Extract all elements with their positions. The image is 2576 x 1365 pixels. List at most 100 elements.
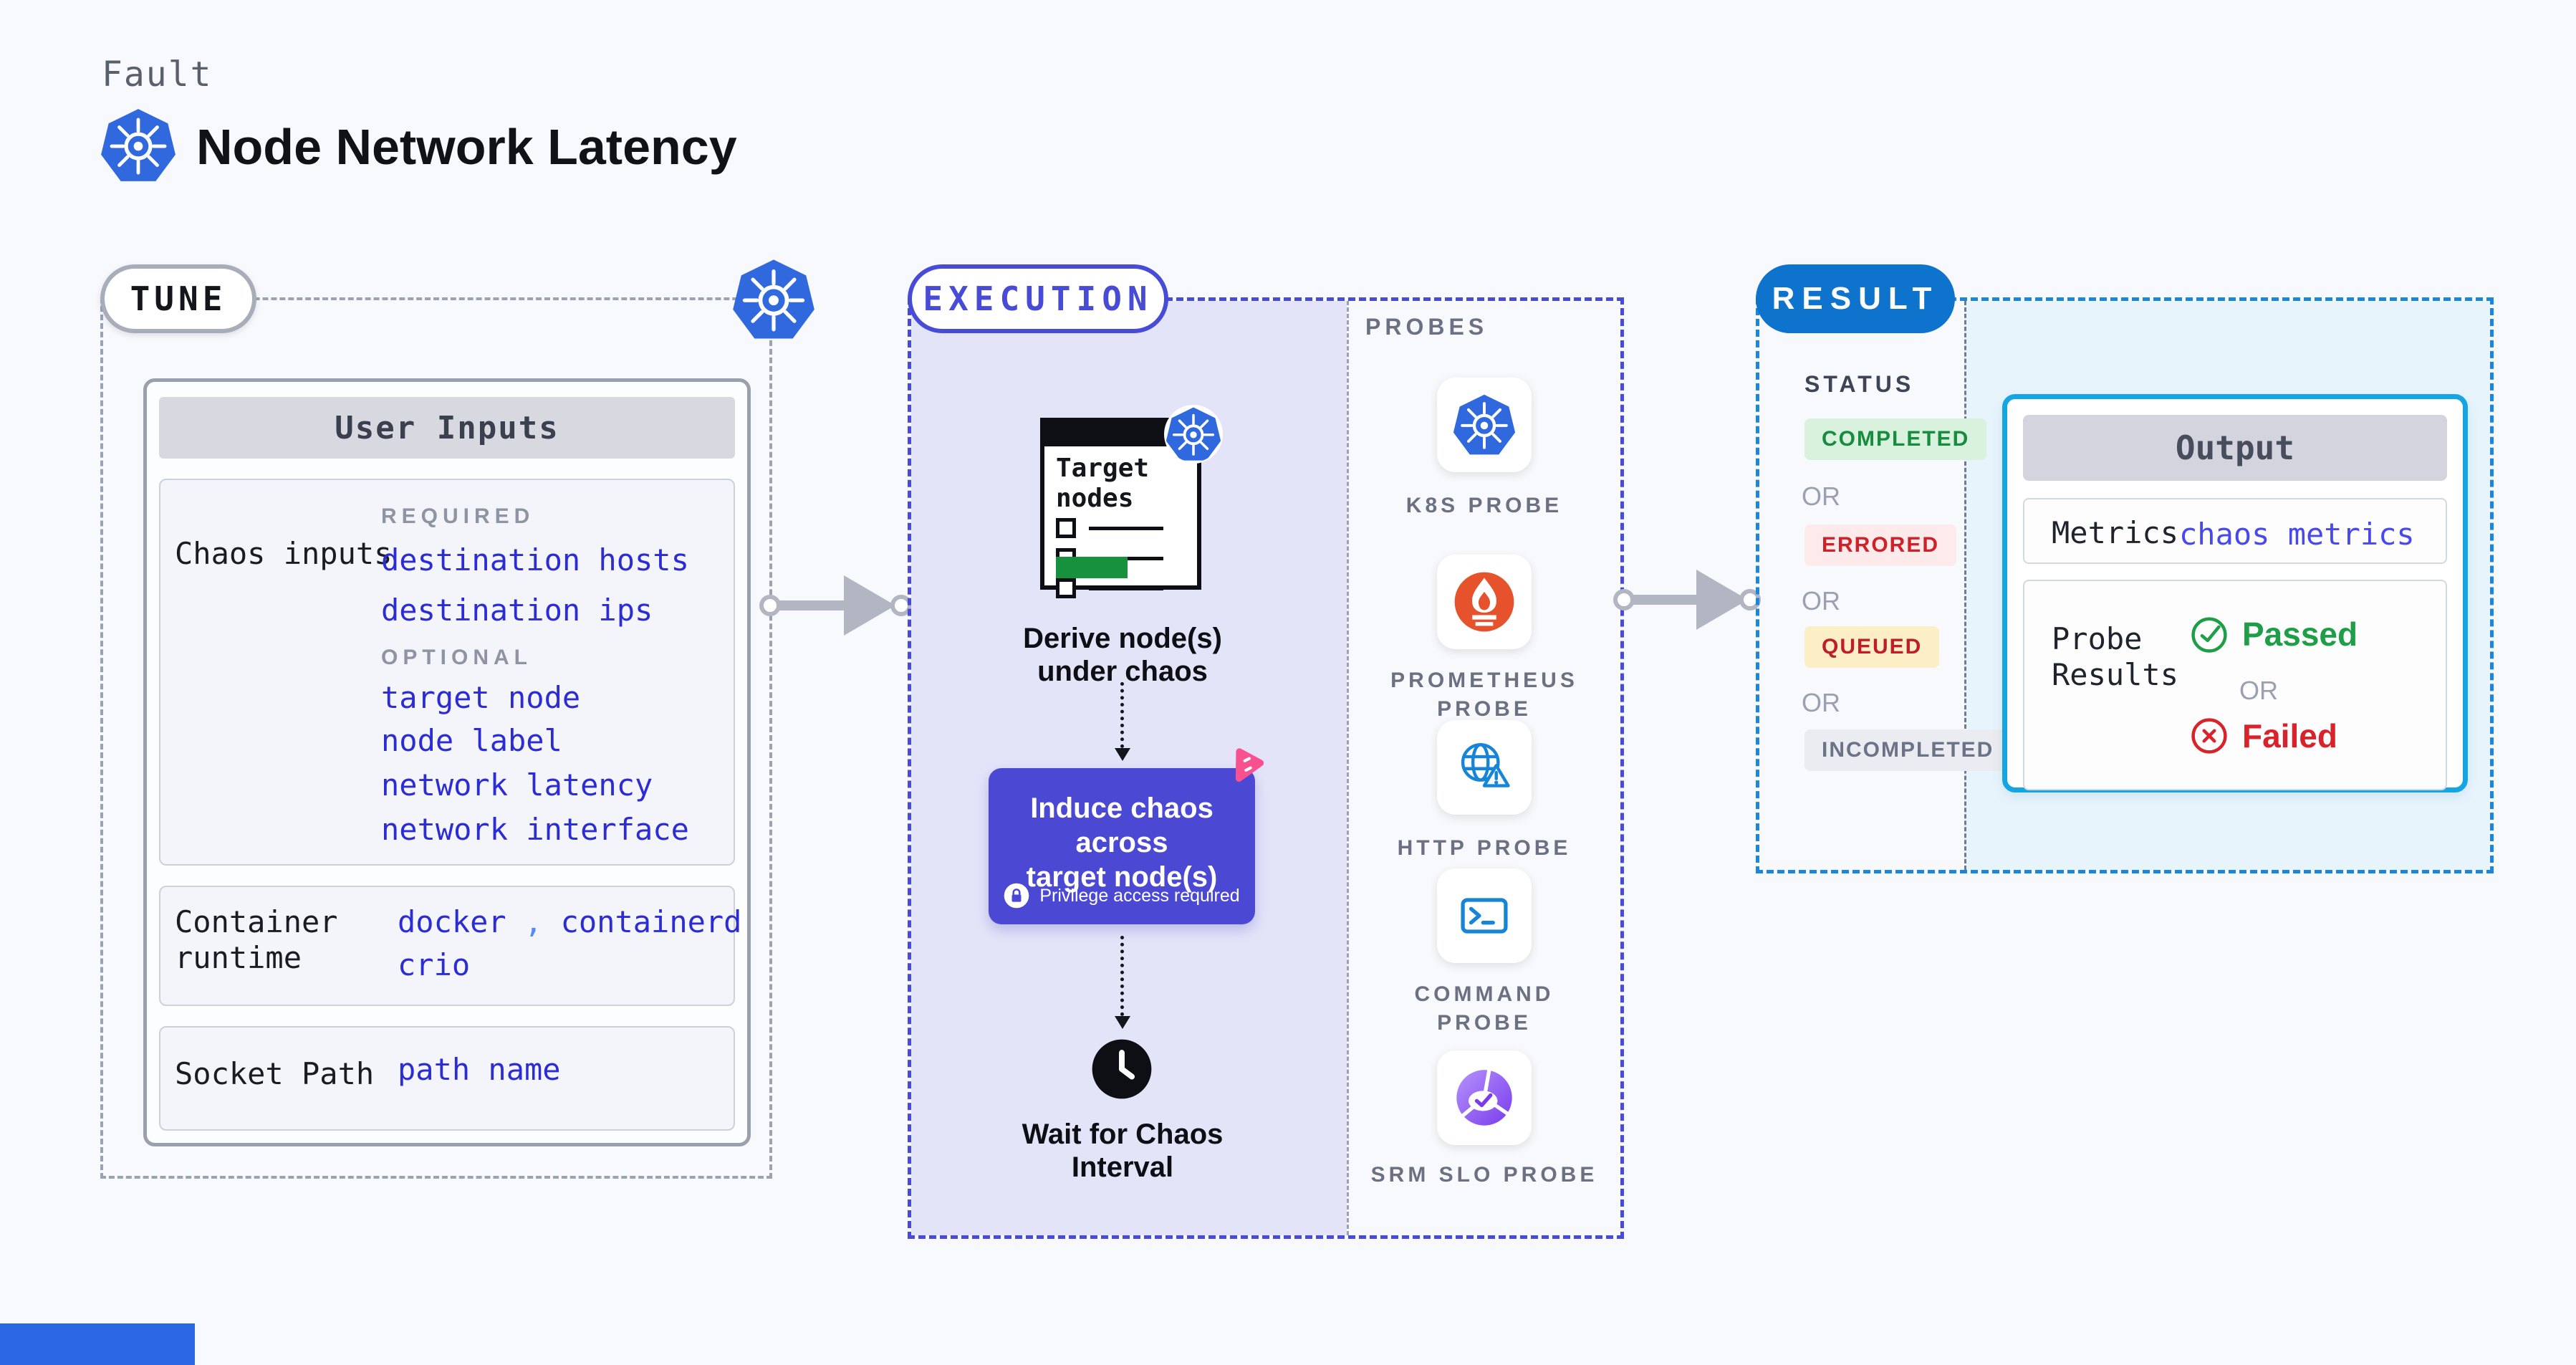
or-label: OR [1802, 688, 1840, 717]
target-nodes-title-line1: Target [1056, 454, 1150, 483]
probe-results-label-line1: Probe [2052, 621, 2143, 656]
connector-line [1632, 595, 1701, 605]
bottom-left-accent-bar [0, 1323, 195, 1365]
terminal-icon [1453, 884, 1516, 947]
probes-label: PROBES [1365, 314, 1489, 340]
derive-caption-line2: under chaos [1037, 656, 1208, 687]
induce-chaos-box: Induce chaos across target node(s) Privi… [989, 768, 1255, 924]
runtime-comma: , [524, 904, 543, 939]
metrics-label: Metrics [2052, 515, 2179, 550]
failed-result: Failed [2189, 716, 2337, 756]
fault-kicker: Fault [102, 54, 213, 95]
line [1089, 586, 1163, 590]
progress-bar [1056, 557, 1128, 578]
probe-card-k8s [1437, 378, 1532, 472]
lock-icon [1004, 883, 1029, 909]
probe-name-srm-slo: SRM SLO PROBE [1370, 1163, 1598, 1187]
x-circle-icon [2189, 716, 2229, 756]
connector-arrowhead [844, 575, 895, 636]
privilege-note-row: Privilege access required [989, 883, 1255, 909]
socket-path-row [159, 1026, 735, 1131]
execution-pill: EXECUTION [908, 264, 1168, 333]
status-badge-incompleted: INCOMPLETED [1804, 729, 2012, 771]
induce-chaos-text: Induce chaos across target node(s) [989, 791, 1255, 894]
target-nodes-title-line2: nodes [1056, 484, 1134, 513]
socket-path-label: Socket Path [175, 1056, 375, 1091]
input-destination-hosts: destination hosts [381, 542, 689, 578]
result-status-divider [1964, 301, 1966, 870]
chaos-inputs-row [159, 479, 735, 866]
input-node-label: node label [381, 723, 562, 758]
tune-pill: TUNE [100, 264, 256, 333]
status-label: STATUS [1804, 371, 1915, 397]
connector-start-circle [759, 595, 781, 616]
probe-card-prometheus [1437, 555, 1532, 649]
connector-line [778, 600, 847, 610]
input-network-latency: network latency [381, 767, 653, 803]
passed-label: Passed [2242, 616, 2358, 653]
output-panel: Output Metrics chaos metrics Probe Resul… [2002, 394, 2468, 792]
node-checkbox-row [1056, 578, 1163, 598]
result-pill: RESULT [1756, 264, 1955, 333]
probe-results-label-line2: Results [2052, 657, 2179, 692]
node-checkbox-row [1056, 518, 1163, 538]
probe-results-row: Probe Results Passed OR Failed [2023, 580, 2447, 790]
container-runtime-label-line1: Container [175, 904, 338, 939]
runtime-docker: docker [398, 904, 506, 939]
required-label: REQUIRED [381, 504, 535, 528]
or-label: OR [1802, 586, 1840, 616]
metrics-value: chaos metrics [2179, 517, 2415, 552]
kubernetes-icon [732, 258, 815, 341]
checkbox-icon [1056, 578, 1076, 598]
or-label: OR [1802, 482, 1840, 511]
input-destination-ips: destination ips [381, 593, 653, 628]
wait-caption-line2: Interval [1071, 1151, 1174, 1183]
socket-path-value: path name [398, 1052, 561, 1087]
execution-probes-divider [1347, 301, 1349, 1235]
probe-name-http: HTTP PROBE [1397, 836, 1572, 860]
passed-result: Passed [2189, 614, 2358, 654]
failed-label: Failed [2242, 717, 2337, 755]
kubernetes-icon [100, 107, 176, 183]
user-inputs-header: User Inputs [159, 397, 735, 459]
input-target-node: target node [381, 680, 581, 715]
induce-line1: Induce chaos across [1030, 792, 1213, 858]
http-globe-icon [1453, 736, 1516, 799]
probe-card-srm-slo [1437, 1050, 1532, 1145]
dotted-connector [1120, 682, 1124, 748]
probe-card-command [1437, 868, 1532, 963]
probe-name-prometheus: PROMETHEUS PROBE [1390, 669, 1578, 721]
status-badge-queued: QUEUED [1804, 626, 1940, 668]
privilege-note: Privilege access required [1039, 885, 1240, 906]
dotted-arrowhead [1115, 748, 1130, 761]
kubernetes-badge-icon [1164, 405, 1223, 464]
runtime-crio: crio [398, 947, 471, 982]
kubernetes-icon [1453, 393, 1516, 456]
runtime-values-line1: docker , containerd [398, 904, 741, 939]
input-network-interface: network interface [381, 812, 689, 847]
output-header: Output [2023, 415, 2447, 481]
probe-name-command: COMMAND PROBE [1414, 982, 1554, 1035]
probe-card-http [1437, 720, 1532, 815]
tune-section-box [100, 297, 772, 1179]
container-runtime-label: Container runtime [175, 904, 338, 976]
checkbox-icon [1056, 518, 1076, 538]
status-badge-completed: COMPLETED [1804, 418, 1987, 460]
wait-caption-line1: Wait for Chaos [1022, 1119, 1224, 1150]
line [1089, 526, 1163, 530]
or-label: OR [2239, 676, 2278, 705]
target-nodes-document: Target nodes [1040, 405, 1223, 598]
litmus-chaos-icon [1222, 742, 1269, 790]
optional-label: OPTIONAL [381, 646, 532, 669]
check-circle-icon [2189, 614, 2229, 654]
probe-results-label: Probe Results [2052, 621, 2178, 693]
dotted-arrowhead [1115, 1016, 1130, 1029]
slo-pie-icon [1453, 1066, 1516, 1129]
page-title: Node Network Latency [196, 119, 737, 175]
induce-line2: target node(s) [1026, 861, 1218, 893]
prometheus-icon [1453, 570, 1516, 633]
derive-nodes-caption: Derive node(s) under chaos [979, 622, 1266, 688]
clock-icon [1090, 1038, 1153, 1101]
probe-name-k8s: K8S PROBE [1405, 494, 1563, 517]
